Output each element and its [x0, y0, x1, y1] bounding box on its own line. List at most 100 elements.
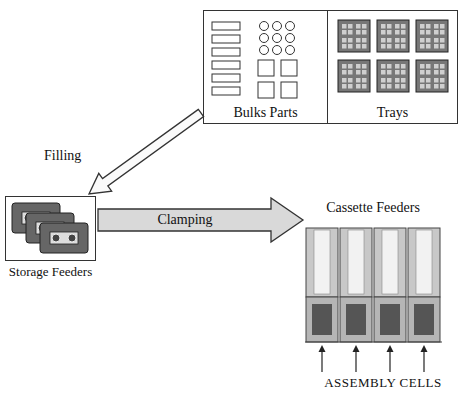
- tray-cell: [434, 38, 439, 43]
- tray-cell: [348, 30, 353, 35]
- storage-feeders-box: Storage Feeders: [5, 196, 96, 261]
- tray-cell: [426, 30, 431, 35]
- feeder-body: [374, 228, 406, 297]
- tray-cell: [387, 84, 392, 89]
- tray-cell: [395, 38, 400, 43]
- bulk-ring: [286, 34, 295, 43]
- cell-core: [414, 304, 434, 335]
- leader-arrowhead: [421, 345, 428, 352]
- tray: [338, 20, 370, 52]
- tray-cell: [401, 78, 406, 83]
- bulk-square: [281, 60, 297, 76]
- tray-cell: [381, 84, 386, 89]
- tray-cell: [401, 30, 406, 35]
- block-arrow: [98, 198, 303, 242]
- tray-cell: [395, 70, 400, 75]
- tray-cell: [381, 70, 386, 75]
- cell-core: [312, 304, 332, 335]
- node-label: Cassette Feeders: [326, 200, 420, 216]
- tray-cell: [348, 64, 353, 69]
- tray-cell: [440, 70, 445, 75]
- tray: [416, 60, 448, 92]
- tray-cell: [356, 30, 361, 35]
- tray-cell: [356, 44, 361, 49]
- leader-arrowhead: [387, 345, 394, 352]
- tray-cell: [420, 30, 425, 35]
- tray-cell: [434, 24, 439, 29]
- feeder-strip: [314, 230, 330, 294]
- tray-cell: [426, 78, 431, 83]
- bulk-bar: [212, 87, 240, 95]
- feeder-body: [408, 228, 440, 297]
- tray-cell: [434, 30, 439, 35]
- feeder-body: [340, 228, 372, 297]
- bulk-square: [258, 82, 274, 98]
- tray-cell: [426, 84, 431, 89]
- bulk-parts-panel: Bulks Parts: [203, 10, 328, 124]
- bulk-bar: [212, 22, 240, 30]
- tray: [377, 20, 409, 52]
- assembly-cell: [408, 297, 440, 342]
- tray-cell: [348, 24, 353, 29]
- tray-cell: [387, 44, 392, 49]
- leader-arrowhead: [353, 345, 360, 352]
- caption-label: ASSEMBLY CELLS: [324, 375, 442, 391]
- leader-arrow: [389, 350, 390, 372]
- tray-cell: [381, 30, 386, 35]
- tray-cell: [395, 78, 400, 83]
- tray-cell: [401, 64, 406, 69]
- tray-cell: [348, 38, 353, 43]
- trays-panel: Trays: [327, 10, 458, 124]
- tray-cell: [348, 84, 353, 89]
- tray-cell: [434, 64, 439, 69]
- tray-cell: [426, 70, 431, 75]
- tray-cell: [342, 30, 347, 35]
- tray-cell: [356, 38, 361, 43]
- tray-cell: [362, 44, 367, 49]
- tray-cell: [434, 44, 439, 49]
- leader-arrow: [321, 350, 322, 372]
- tray-cell: [356, 78, 361, 83]
- tray-cell: [420, 38, 425, 43]
- bulk-bar: [212, 61, 240, 69]
- tray-cell: [342, 38, 347, 43]
- tray-cell: [420, 44, 425, 49]
- tray-cell: [387, 38, 392, 43]
- tray-cell: [362, 24, 367, 29]
- tray-cell: [420, 78, 425, 83]
- edge-label: Filling: [42, 148, 83, 164]
- node-label: Storage Feeders: [9, 264, 92, 280]
- tray-cell: [362, 78, 367, 83]
- tray-cell: [381, 38, 386, 43]
- node-label: Bulks Parts: [233, 105, 297, 121]
- leader-arrowhead: [319, 345, 326, 352]
- tray-cell: [420, 70, 425, 75]
- tray-cell: [434, 84, 439, 89]
- tray-cell: [387, 78, 392, 83]
- bulk-ring: [273, 46, 282, 55]
- tray-cell: [426, 64, 431, 69]
- tray-cell: [387, 30, 392, 35]
- tray-cell: [395, 84, 400, 89]
- cell-core: [380, 304, 400, 335]
- bulk-ring: [260, 22, 269, 31]
- tray-cell: [440, 24, 445, 29]
- tray-cell: [420, 64, 425, 69]
- cell-core: [346, 304, 366, 335]
- bulk-bar: [212, 35, 240, 43]
- tray-cell: [356, 24, 361, 29]
- tray-cell: [420, 24, 425, 29]
- tray-cell: [362, 30, 367, 35]
- tray-cell: [401, 84, 406, 89]
- tray-cell: [348, 78, 353, 83]
- tray-cell: [356, 70, 361, 75]
- node-label: Trays: [377, 105, 408, 121]
- tray-cell: [395, 24, 400, 29]
- tray-cell: [342, 64, 347, 69]
- cassette-reel: [52, 234, 60, 242]
- cassette-window: [50, 232, 78, 244]
- tray-cell: [440, 78, 445, 83]
- assembly-cell: [374, 297, 406, 342]
